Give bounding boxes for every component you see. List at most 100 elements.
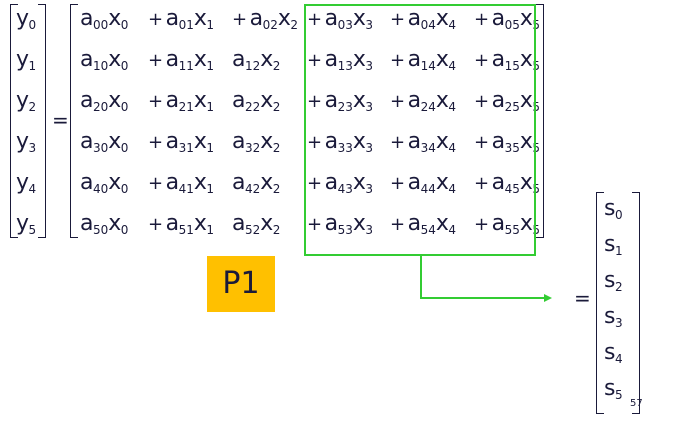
coefficient-symbol: a <box>491 170 505 195</box>
variable-subscript: 2 <box>272 59 281 73</box>
variable-symbol: x <box>260 129 273 154</box>
variable-subscript: 5 <box>532 223 541 237</box>
coefficient-symbol: a <box>491 211 505 236</box>
matrix-term: a40x0 <box>80 170 128 202</box>
variable-symbol: x <box>519 129 533 154</box>
plus-sign: + <box>232 9 247 30</box>
y-vector-right-bracket <box>38 4 46 238</box>
coefficient-subscript: 43 <box>337 182 353 196</box>
plus-sign: + <box>390 50 405 71</box>
coefficient-symbol: a <box>491 129 505 154</box>
page-number: 57 <box>630 398 643 409</box>
coefficient-symbol: a <box>407 129 421 154</box>
coefficient-subscript: 24 <box>420 100 436 114</box>
variable-symbol: x <box>352 88 366 113</box>
arrowhead-icon <box>544 294 552 302</box>
y-element: y2 <box>16 88 36 120</box>
variable-subscript: 0 <box>120 182 129 196</box>
variable-symbol: x <box>435 211 449 236</box>
coefficient-symbol: a <box>232 88 245 113</box>
matrix-term: a12x2 <box>232 47 280 79</box>
variable-symbol: x <box>193 170 207 195</box>
coefficient-subscript: 01 <box>178 18 194 32</box>
coefficient-subscript: 22 <box>244 100 261 114</box>
variable-subscript: 1 <box>206 223 215 237</box>
plus-sign: + <box>474 173 489 194</box>
matrix-term: +a03x3 <box>307 6 373 38</box>
variable-symbol: x <box>352 47 366 72</box>
variable-symbol: x <box>435 129 449 154</box>
matrix-term: +a45x5 <box>474 170 540 202</box>
s-element: s5 <box>604 376 623 408</box>
matrix-term: +a41x1 <box>148 170 214 202</box>
coefficient-symbol: a <box>165 6 179 31</box>
coefficient-symbol: a <box>407 88 421 113</box>
coefficient-subscript: 53 <box>337 223 353 237</box>
coefficient-subscript: 54 <box>420 223 436 237</box>
coefficient-subscript: 25 <box>504 100 520 114</box>
variable-symbol: x <box>260 211 273 236</box>
coefficient-symbol: a <box>165 129 179 154</box>
coefficient-symbol: a <box>491 88 505 113</box>
coefficient-symbol: a <box>407 170 421 195</box>
coefficient-subscript: 52 <box>244 223 261 237</box>
variable-symbol: x <box>108 6 121 31</box>
coefficient-subscript: 30 <box>92 141 109 155</box>
s-symbol: s <box>604 268 615 293</box>
matrix-term: a50x0 <box>80 211 128 243</box>
s-symbol: s <box>604 340 615 365</box>
plus-sign: + <box>148 173 163 194</box>
coefficient-subscript: 02 <box>262 18 278 32</box>
plus-sign: + <box>148 9 163 30</box>
plus-sign: + <box>474 50 489 71</box>
variable-symbol: x <box>519 88 533 113</box>
coefficient-symbol: a <box>491 47 505 72</box>
matrix-term: +a34x4 <box>390 129 456 161</box>
plus-sign: + <box>307 9 322 30</box>
y-symbol: y <box>16 129 29 154</box>
coefficient-subscript: 05 <box>504 18 520 32</box>
variable-symbol: x <box>193 129 207 154</box>
variable-subscript: 3 <box>365 141 374 155</box>
variable-symbol: x <box>108 47 121 72</box>
coefficient-symbol: a <box>232 47 245 72</box>
matrix-term: +a04x4 <box>390 6 456 38</box>
y-element: y5 <box>16 211 36 243</box>
s-element: s1 <box>604 232 623 264</box>
coefficient-subscript: 41 <box>178 182 194 196</box>
plus-sign: + <box>148 132 163 153</box>
variable-symbol: x <box>435 170 449 195</box>
coefficient-subscript: 31 <box>178 141 194 155</box>
matrix-term: +a51x1 <box>148 211 214 243</box>
matrix-term: +a23x3 <box>307 88 373 120</box>
matrix-term: +a25x5 <box>474 88 540 120</box>
s-element: s2 <box>604 268 623 300</box>
coefficient-symbol: a <box>232 170 245 195</box>
variable-symbol: x <box>108 211 121 236</box>
variable-symbol: x <box>260 47 273 72</box>
variable-subscript: 2 <box>272 100 281 114</box>
matrix-term: a32x2 <box>232 129 280 161</box>
y-subscript: 1 <box>28 59 37 73</box>
plus-sign: + <box>148 214 163 235</box>
s-subscript: 5 <box>614 388 623 402</box>
y-symbol: y <box>16 6 29 31</box>
coefficient-subscript: 34 <box>420 141 436 155</box>
variable-symbol: x <box>352 6 366 31</box>
coefficient-subscript: 21 <box>178 100 194 114</box>
variable-symbol: x <box>519 211 533 236</box>
plus-sign: + <box>148 50 163 71</box>
variable-subscript: 0 <box>120 18 129 32</box>
y-subscript: 2 <box>28 100 37 114</box>
variable-symbol: x <box>193 211 207 236</box>
variable-symbol: x <box>352 170 366 195</box>
s-symbol: s <box>604 376 615 401</box>
variable-subscript: 5 <box>532 141 541 155</box>
variable-subscript: 4 <box>448 100 457 114</box>
coefficient-subscript: 15 <box>504 59 520 73</box>
variable-symbol: x <box>260 170 273 195</box>
plus-sign: + <box>390 214 405 235</box>
y-element: y1 <box>16 47 36 79</box>
y-element: y4 <box>16 170 36 202</box>
s-element: s0 <box>604 196 623 228</box>
